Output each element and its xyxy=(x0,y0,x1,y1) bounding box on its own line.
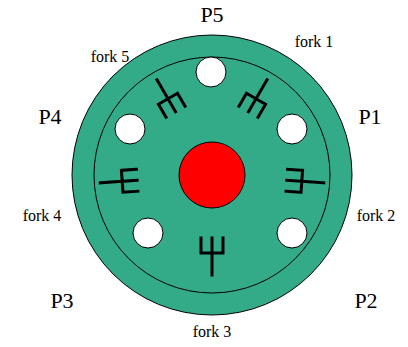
fork-symbol xyxy=(239,74,277,117)
forks xyxy=(99,74,324,275)
plate xyxy=(196,57,226,87)
philosopher-label: P5 xyxy=(200,4,223,26)
philosopher-label: P4 xyxy=(38,106,61,128)
plate xyxy=(115,114,145,144)
philosopher-label: P2 xyxy=(354,290,377,312)
philosopher-label: P1 xyxy=(358,106,381,128)
rice-bowl xyxy=(179,142,245,208)
table-rim xyxy=(72,35,352,315)
fork-label: fork 1 xyxy=(295,34,334,50)
fork-label: fork 2 xyxy=(357,208,396,224)
philosopher-label: P3 xyxy=(50,290,73,312)
plate xyxy=(277,114,307,144)
fork-label: fork 5 xyxy=(91,49,130,65)
fork-label: fork 3 xyxy=(193,324,232,340)
table-top xyxy=(94,57,330,293)
fork-symbol xyxy=(286,169,324,194)
fork-symbol xyxy=(99,169,137,194)
fork-symbol xyxy=(201,238,223,275)
plate xyxy=(133,218,163,248)
fork-symbol xyxy=(147,74,185,117)
fork-label: fork 4 xyxy=(23,208,62,224)
plate xyxy=(277,218,307,248)
